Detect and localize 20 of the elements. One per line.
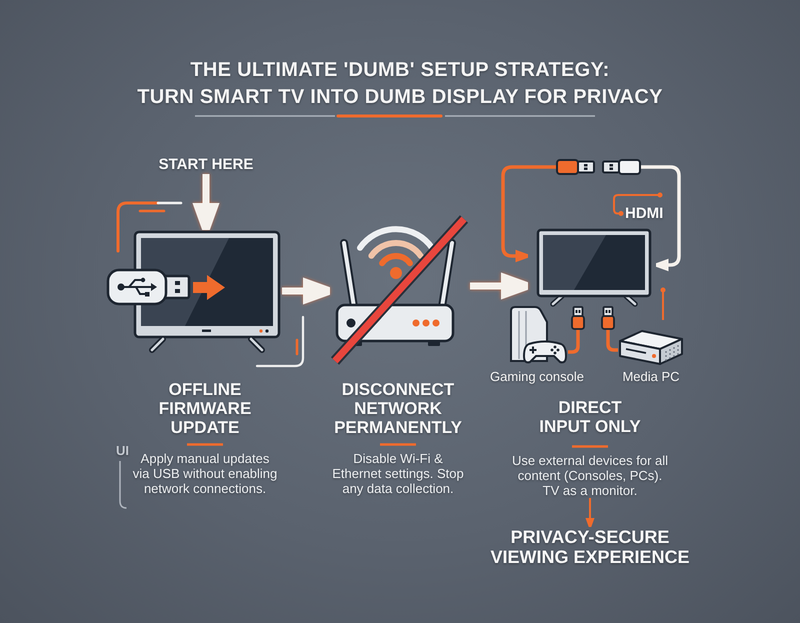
step-heading: DISCONNECT NETWORK PERMANENTLY: [334, 380, 462, 437]
device-caption: Media PC: [622, 369, 680, 384]
step-description: Apply manual updates via USB without enabling network connections.: [132, 451, 278, 496]
device-caption: Gaming console: [490, 369, 584, 384]
cable: [501, 165, 556, 262]
cable-label: HDMI: [621, 205, 664, 222]
title: THE ULTIMATE 'DUMB' SETUP STRATEGY: TURN SMART TV INTO DUMB DISPLAY FOR PRIVACY: [137, 58, 663, 110]
cable: [601, 306, 618, 352]
outcome-heading: PRIVACY-SECURE VIEWING EXPERIENCE: [485, 527, 695, 567]
step-description: Use external devices for all content (Consoles, PCs). TV as a monitor.: [510, 453, 670, 498]
step-description: Disable Wi-Fi & Ethernet settings. Stop any data collection.: [331, 451, 465, 496]
leader-line: [613, 192, 662, 216]
cable: [641, 165, 681, 272]
step-heading: DIRECT INPUT ONLY: [538, 398, 642, 436]
note-label: UI: [116, 443, 129, 458]
start-label: START HERE: [158, 156, 254, 174]
cable: [568, 306, 585, 354]
crossed-router-illustration: [330, 213, 470, 366]
step-heading: OFFLINE FIRMWARE UPDATE: [158, 380, 252, 437]
tv-usb-illustration: [105, 230, 282, 354]
